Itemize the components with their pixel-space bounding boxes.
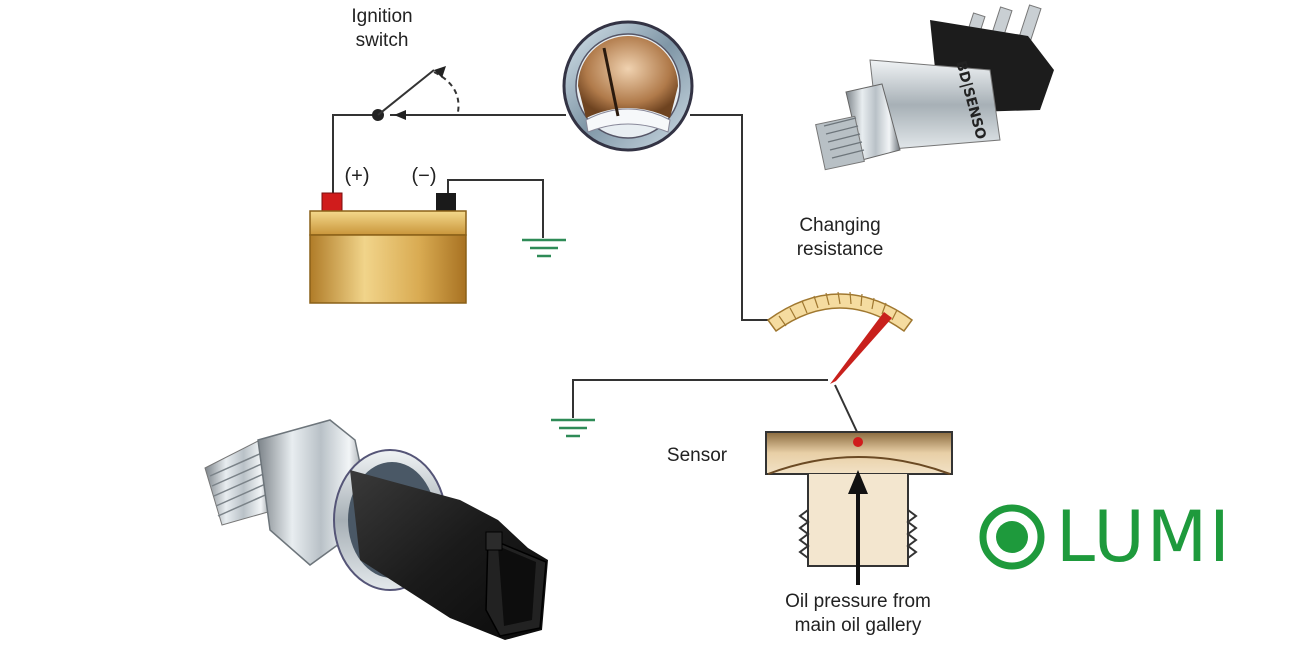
changing-resistance-label: Changing resistance — [775, 214, 905, 262]
oil-label-line1: Oil pressure from — [785, 591, 931, 612]
resistor-wiper — [830, 312, 892, 384]
dash-gauge — [562, 20, 694, 152]
variable-resistor — [766, 291, 914, 384]
changing-label-line2: resistance — [796, 239, 884, 260]
positive-terminal — [321, 192, 343, 212]
gauge-needle — [602, 47, 620, 117]
battery-negative-label: (−) — [411, 165, 437, 187]
lumi-logo-dot — [996, 521, 1028, 553]
ground-symbol-sender — [551, 418, 595, 438]
changing-label-line1: Changing — [799, 215, 881, 236]
oil-label-line2: main oil gallery — [794, 615, 922, 636]
sensor-label: Sensor — [666, 445, 728, 466]
negative-terminal — [436, 193, 456, 211]
pressure-arrow-head — [848, 470, 868, 494]
oil-pressure-sensor — [765, 431, 953, 585]
ignition-label-line2: switch — [355, 30, 409, 51]
ignition-switch-label: Ignition switch — [330, 5, 434, 53]
oil-pressure-switch-photo — [204, 419, 548, 640]
oil-pressure-label: Oil pressure from main oil gallery — [758, 590, 958, 638]
ground-symbol-battery — [522, 238, 566, 258]
lumi-logo: LUMI — [979, 494, 1232, 578]
lumi-logo-ring — [979, 504, 1045, 570]
battery-positive-label: (+) — [344, 165, 370, 187]
battery — [309, 192, 467, 304]
pressure-transmitter-photo: BD|SENSO — [815, 4, 1054, 171]
circuit-wires — [332, 114, 859, 435]
ignition-switch — [372, 66, 460, 121]
lumi-logo-text: LUMI — [1056, 496, 1232, 578]
ignition-label-line1: Ignition — [351, 6, 413, 27]
